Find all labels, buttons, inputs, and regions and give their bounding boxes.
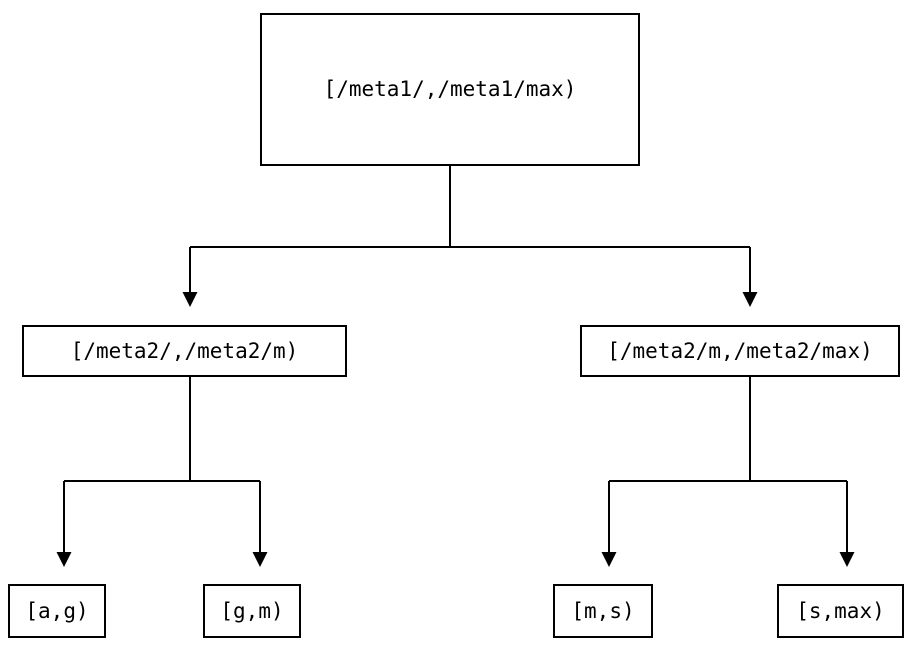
arrowhead-down-icon	[601, 552, 617, 567]
arrowhead-down-icon	[56, 552, 72, 567]
arrowhead-down-icon	[252, 552, 268, 567]
node-leaf-ms-label: [m,s)	[571, 598, 635, 623]
node-leaf-ms: [m,s)	[553, 584, 653, 638]
node-root: [/meta1/,/meta1/max)	[260, 13, 640, 166]
node-leaf-ag-label: [a,g)	[25, 598, 89, 623]
node-meta2-right-label: [/meta2/m,/meta2/max)	[607, 338, 873, 363]
node-root-label: [/meta1/,/meta1/max)	[323, 77, 577, 101]
node-leaf-gm: [g,m)	[203, 584, 301, 638]
node-meta2-left-label: [/meta2/,/meta2/m)	[70, 338, 299, 363]
node-leaf-smax-label: [s,max)	[796, 598, 885, 623]
node-leaf-ag: [a,g)	[8, 584, 106, 638]
arrowhead-down-icon	[742, 292, 758, 307]
node-meta2-left: [/meta2/,/meta2/m)	[22, 325, 347, 377]
arrowhead-down-icon	[839, 552, 855, 567]
node-leaf-gm-label: [g,m)	[220, 598, 284, 623]
arrowhead-down-icon	[182, 292, 198, 307]
node-meta2-right: [/meta2/m,/meta2/max)	[580, 325, 900, 377]
node-leaf-smax: [s,max)	[777, 584, 904, 638]
